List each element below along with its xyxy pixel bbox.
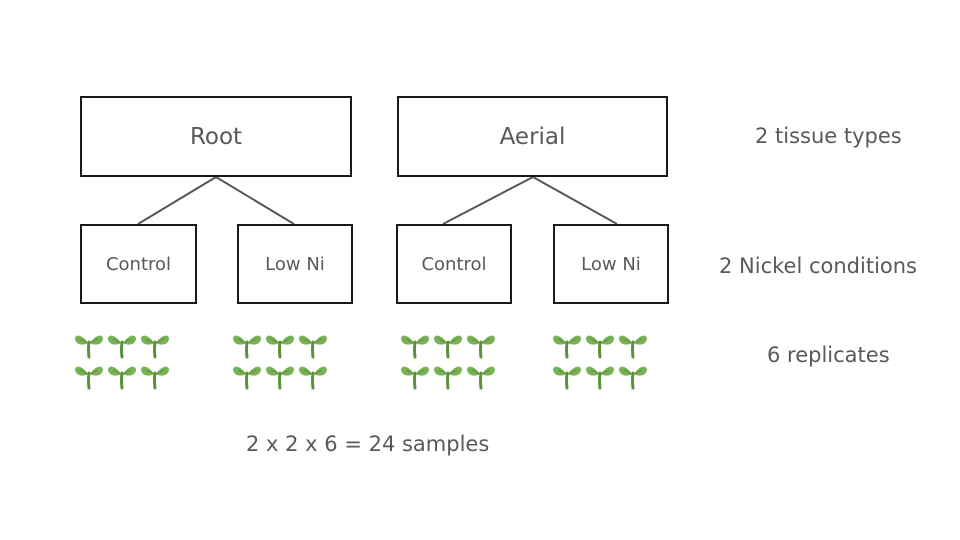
- connector-aerial-control: [442, 176, 534, 225]
- tissue-label-aerial: Aerial: [499, 123, 566, 150]
- replicates-label: 6 replicates: [767, 343, 890, 367]
- tissue-box-root: Root: [80, 96, 352, 177]
- replicate-group-aerial-control: [400, 330, 500, 398]
- seedling-icon: [467, 335, 495, 359]
- seedling-icon: [434, 335, 462, 359]
- seedling-icon: [434, 366, 462, 390]
- replicate-group-root-lowni: [232, 330, 332, 398]
- condition-box-root-control: Control: [80, 224, 197, 304]
- condition-label: Low Ni: [581, 253, 641, 275]
- seedling-icon: [401, 366, 429, 390]
- seedling-icon: [233, 335, 261, 359]
- seedling-icon: [586, 366, 614, 390]
- connector-root-control: [137, 176, 217, 225]
- seedling-icon: [108, 366, 136, 390]
- sample-total-formula: 2 x 2 x 6 = 24 samples: [246, 432, 490, 456]
- seedling-icon: [299, 335, 327, 359]
- condition-box-root-lowni: Low Ni: [237, 224, 353, 304]
- tissue-types-label: 2 tissue types: [755, 124, 902, 148]
- seedling-icon: [75, 366, 103, 390]
- seedling-icon: [266, 366, 294, 390]
- condition-box-aerial-control: Control: [396, 224, 512, 304]
- seedling-icon: [233, 366, 261, 390]
- seedling-icon: [619, 335, 647, 359]
- seedling-icon: [401, 335, 429, 359]
- seedling-icon: [553, 335, 581, 359]
- condition-label: Low Ni: [265, 253, 325, 275]
- nickel-conditions-label: 2 Nickel conditions: [719, 254, 918, 278]
- seedling-icon: [619, 366, 647, 390]
- replicate-group-aerial-lowni: [552, 330, 652, 398]
- seedling-icon: [108, 335, 136, 359]
- tissue-box-aerial: Aerial: [397, 96, 668, 177]
- seedling-icon: [553, 366, 581, 390]
- connector-root-lowni: [215, 176, 295, 225]
- seedling-icon: [141, 335, 169, 359]
- seedling-icon: [299, 366, 327, 390]
- seedling-icon: [586, 335, 614, 359]
- replicate-group-root-control: [74, 330, 174, 398]
- condition-label: Control: [105, 253, 172, 275]
- condition-label: Control: [421, 253, 487, 275]
- condition-box-aerial-lowni: Low Ni: [553, 224, 669, 304]
- seedling-icon: [141, 366, 169, 390]
- tissue-label-root: Root: [189, 123, 243, 150]
- connector-aerial-lowni: [532, 176, 618, 225]
- seedling-icon: [266, 335, 294, 359]
- seedling-icon: [467, 366, 495, 390]
- seedling-icon: [75, 335, 103, 359]
